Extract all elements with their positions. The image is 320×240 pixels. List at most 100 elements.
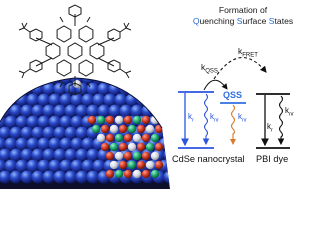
ring <box>78 25 94 43</box>
sphere <box>125 78 139 85</box>
sphere <box>48 93 62 107</box>
sphere <box>9 126 23 140</box>
title-segment: Q <box>192 16 200 26</box>
sphere <box>118 160 128 170</box>
sphere <box>81 78 95 85</box>
sphere <box>70 159 84 173</box>
sphere <box>147 78 161 85</box>
title-line-2: Quenching Surface States <box>188 16 298 27</box>
sphere <box>0 137 7 151</box>
sphere <box>9 148 23 162</box>
sphere <box>136 124 146 134</box>
sphere <box>0 78 7 85</box>
sphere <box>127 124 137 134</box>
sphere <box>9 170 23 184</box>
sphere <box>123 133 133 143</box>
sphere <box>15 137 29 151</box>
sphere <box>109 142 119 152</box>
sphere <box>64 126 78 140</box>
sphere <box>145 124 155 134</box>
sphere <box>9 82 23 96</box>
sphere <box>147 93 161 107</box>
sphere <box>132 151 142 161</box>
pbi-molecule-structure <box>18 4 132 96</box>
pbi-knr-label: knr <box>285 106 294 118</box>
sphere <box>100 124 110 134</box>
sphere <box>53 170 67 184</box>
sphere <box>75 170 89 184</box>
sphere <box>100 142 110 152</box>
sphere <box>0 159 7 173</box>
sphere <box>86 104 100 118</box>
sphere <box>0 115 7 129</box>
sphere <box>108 104 122 118</box>
sphere <box>59 93 73 107</box>
sphere <box>114 151 124 161</box>
sphere <box>154 160 164 170</box>
sphere <box>127 142 137 152</box>
cdse-knr-label: knr <box>210 112 219 124</box>
sphere <box>154 124 164 134</box>
sphere <box>130 82 144 96</box>
sphere <box>141 82 155 96</box>
sphere <box>26 78 40 85</box>
title-segment: urface <box>242 16 269 26</box>
sphere <box>105 169 115 179</box>
title-segment: S <box>236 16 243 26</box>
sphere <box>91 124 101 134</box>
sphere <box>42 170 56 184</box>
qss-label: QSS <box>223 90 243 100</box>
sphere <box>70 115 84 129</box>
sphere <box>127 160 137 170</box>
sphere <box>15 159 29 173</box>
sphere <box>53 104 67 118</box>
sphere <box>64 170 78 184</box>
sphere <box>123 169 133 179</box>
title-segment: S <box>268 16 275 26</box>
qss-knr-label: knr <box>238 112 247 124</box>
pbi-energy-levels <box>256 93 290 149</box>
sphere <box>123 151 133 161</box>
sphere <box>96 133 106 143</box>
sphere <box>163 126 170 140</box>
sphere <box>64 148 78 162</box>
sphere <box>75 148 89 162</box>
sphere <box>70 137 84 151</box>
sphere <box>4 115 18 129</box>
sphere <box>31 126 45 140</box>
sphere <box>97 104 111 118</box>
sphere <box>48 115 62 129</box>
sphere <box>0 126 12 140</box>
crystal-core-spheres <box>87 115 164 179</box>
sphere <box>105 151 115 161</box>
pbi-nonradiative-wave <box>277 95 285 146</box>
sphere <box>75 104 89 118</box>
sphere <box>114 133 124 143</box>
sphere <box>81 159 95 173</box>
sphere <box>132 169 142 179</box>
sphere <box>86 148 100 162</box>
sphere <box>31 104 45 118</box>
sphere <box>97 82 111 96</box>
sphere <box>150 169 160 179</box>
sphere <box>0 93 7 107</box>
sphere <box>158 93 170 107</box>
sphere <box>31 170 45 184</box>
sphere <box>119 104 133 118</box>
sphere <box>53 126 67 140</box>
cdse-energy-levels <box>178 91 214 149</box>
diagram-canvas <box>0 4 290 189</box>
sphere <box>20 104 34 118</box>
sphere <box>4 78 18 85</box>
sphere <box>118 124 128 134</box>
sphere <box>53 82 67 96</box>
sphere <box>150 151 160 161</box>
sphere <box>26 137 40 151</box>
sphere <box>48 137 62 151</box>
sphere <box>141 169 151 179</box>
cdse-kr-label: kr <box>188 112 194 124</box>
qss-arrowhead <box>230 139 236 145</box>
figure: Formation of Quenching Surface States kF… <box>0 4 298 189</box>
sphere <box>59 159 73 173</box>
sphere <box>141 151 151 161</box>
